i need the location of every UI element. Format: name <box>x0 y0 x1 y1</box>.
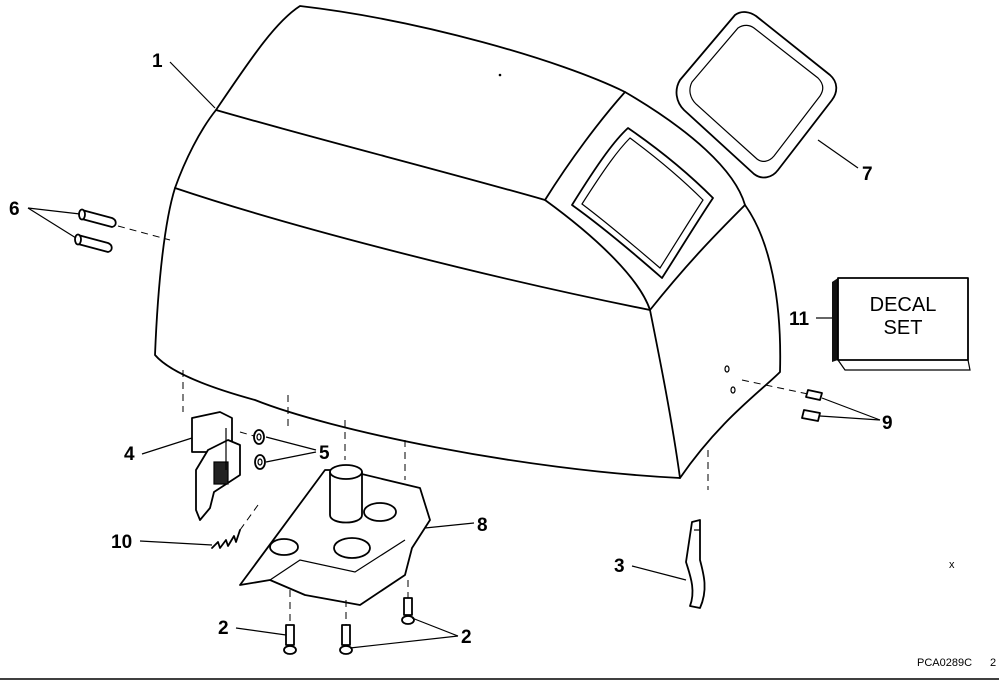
callout-8: 8 <box>477 515 488 536</box>
callout-7: 7 <box>862 164 873 185</box>
pins-right <box>741 379 823 422</box>
engine-cover <box>154 5 782 479</box>
latch-bracket <box>191 411 241 521</box>
decal-set-box: DECAL SET <box>832 277 971 371</box>
leader-lines <box>27 61 881 649</box>
footer-mark: x <box>949 559 955 571</box>
callout-2b: 2 <box>461 627 472 648</box>
lower-bracket <box>182 370 431 606</box>
washers <box>239 429 266 470</box>
callout-numbers: 1 6 7 11 9 4 5 10 8 3 2 2 <box>9 51 893 648</box>
pins-left <box>74 208 171 253</box>
callout-5: 5 <box>319 443 330 464</box>
diagram-code: PCA0289C <box>917 657 972 669</box>
callout-10: 10 <box>111 532 132 553</box>
footer: x PCA0289C 2 <box>0 559 999 680</box>
window-gasket <box>675 11 838 179</box>
callout-6: 6 <box>9 199 20 220</box>
sheet-number: 2 <box>990 657 996 669</box>
callout-9: 9 <box>882 413 893 434</box>
screws <box>283 580 415 655</box>
spring <box>211 504 259 549</box>
clip <box>685 450 709 609</box>
decal-line-2: SET <box>884 317 923 339</box>
callout-4: 4 <box>124 444 135 465</box>
callout-11: 11 <box>789 309 810 330</box>
callout-3: 3 <box>614 556 625 577</box>
callout-1: 1 <box>152 51 163 72</box>
callout-2a: 2 <box>218 618 229 639</box>
decal-line-1: DECAL <box>870 294 937 316</box>
